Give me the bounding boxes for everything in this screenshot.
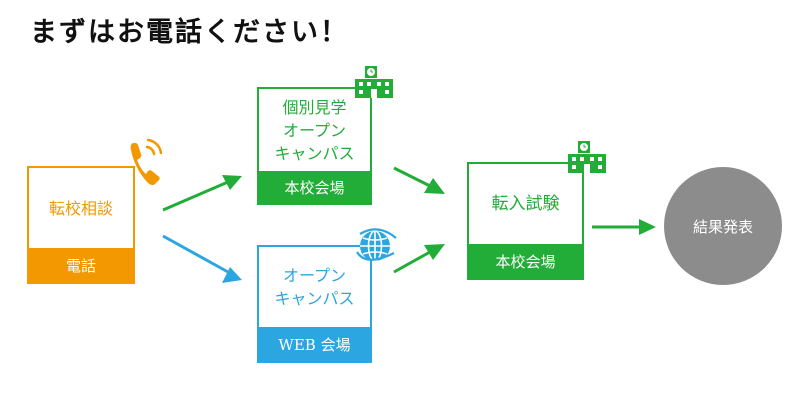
arrow-phone-to-web	[162, 234, 242, 283]
arrow-exam-to-result	[592, 219, 656, 235]
result-announcement-node: 結果発表	[664, 167, 782, 285]
school-tour-node: 個別見学 オープン キャンパス 本校会場	[257, 87, 372, 205]
school-building-icon	[568, 141, 606, 173]
arrow-tour-to-exam	[393, 166, 445, 194]
phone-consultation-footer: 電話	[65, 256, 96, 275]
phone-consultation-node: 転校相談 電話	[27, 166, 135, 284]
web-open-campus-title-line: オープン	[282, 266, 347, 285]
school-tour-title-line: オープン	[282, 120, 347, 140]
transfer-exam-node: 転入試験 本校会場	[467, 162, 584, 280]
arrow-web-to-exam	[393, 244, 445, 274]
web-open-campus-footer: WEB 会場	[278, 335, 351, 354]
result-announcement-label: 結果発表	[692, 217, 753, 236]
headline: まずはお電話ください！	[30, 17, 349, 48]
web-open-campus-title-line: キャンパス	[274, 289, 355, 308]
web-open-campus-node: オープン キャンパス WEB 会場	[257, 245, 372, 363]
school-tour-title-line: 個別見学	[282, 97, 347, 117]
school-tour-footer: 本校会場	[284, 178, 345, 197]
globe-icon	[356, 228, 397, 262]
phone-ringing-icon	[130, 138, 162, 186]
school-tour-title-line: キャンパス	[274, 143, 355, 163]
phone-consultation-title: 転校相談	[48, 198, 113, 218]
transfer-exam-title: 転入試験	[491, 193, 560, 214]
school-building-icon	[355, 66, 393, 98]
transfer-exam-footer: 本校会場	[495, 252, 556, 271]
arrow-phone-to-tour	[162, 175, 242, 212]
